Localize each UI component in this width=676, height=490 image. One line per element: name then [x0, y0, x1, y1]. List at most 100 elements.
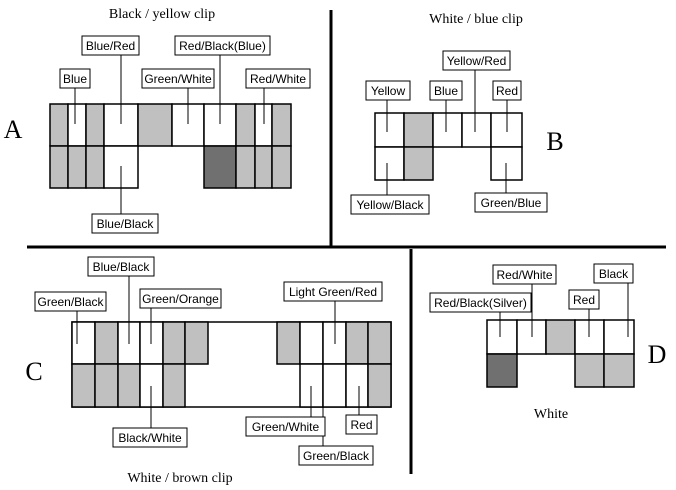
connector-a-pin — [235, 145, 256, 189]
connector-b: White / blue clip B Yellow Blue Yellow/R… — [350, 12, 564, 215]
connector-a-pin — [67, 145, 87, 189]
connector-c-pin — [117, 363, 141, 408]
connector-d-caption: White — [534, 407, 568, 422]
connector-d-label-black: Black — [593, 263, 634, 284]
connector-a-pin — [235, 103, 256, 147]
connector-c-pin — [276, 321, 301, 365]
connector-c-pin — [94, 363, 119, 408]
svg-text:Green/Black: Green/Black — [37, 295, 104, 309]
svg-text:Green/Black: Green/Black — [303, 449, 370, 463]
connector-c-label-green-black-top: Green/Black — [34, 291, 107, 312]
svg-text:Red/Black(Silver): Red/Black(Silver) — [434, 296, 527, 310]
connector-c-pin — [345, 321, 369, 365]
connector-d-label-red: Red — [568, 289, 600, 310]
connector-c-label-green-white: Green/White — [245, 416, 326, 437]
connector-c-label-blue-black: Blue/Black — [87, 256, 155, 277]
connector-d-pin — [603, 319, 635, 355]
connector-c-label-light-green-red: Light Green/Red — [283, 281, 383, 302]
connector-a-pin — [137, 103, 173, 147]
svg-text:Red: Red — [496, 84, 518, 98]
connector-c-caption: White / brown clip — [127, 471, 232, 486]
connector-c-pin — [345, 363, 369, 408]
connector-b-label-red: Red — [492, 80, 522, 101]
connector-b-pin — [374, 112, 405, 148]
connector-a-pin — [85, 103, 105, 147]
svg-text:Green/White: Green/White — [252, 420, 320, 434]
connector-c-pin — [299, 321, 324, 365]
svg-text:Red/Black(Blue): Red/Black(Blue) — [179, 39, 266, 53]
connector-c: White / brown clip C — [25, 256, 392, 486]
connector-c-pin — [367, 363, 392, 408]
connector-a-pin — [67, 103, 87, 147]
connector-a-letter: A — [4, 115, 23, 144]
svg-text:Green/White: Green/White — [144, 72, 212, 86]
connector-a: Black / yellow clip A Blue — [4, 7, 311, 234]
connector-a-label-blue-red: Blue/Red — [81, 35, 140, 56]
connector-b-pin — [403, 146, 434, 181]
connector-b-letter: B — [546, 127, 563, 156]
connector-c-pin — [71, 321, 96, 365]
connector-d-letter: D — [648, 340, 667, 369]
svg-text:Yellow: Yellow — [371, 84, 406, 98]
svg-text:Red/White: Red/White — [496, 268, 552, 282]
connector-a-pin — [49, 145, 69, 189]
connector-a-pin — [203, 145, 237, 189]
svg-text:Black/White: Black/White — [118, 431, 182, 445]
svg-text:Blue/Black: Blue/Black — [93, 260, 151, 274]
svg-text:Blue: Blue — [63, 72, 87, 86]
connector-c-pin — [184, 321, 209, 365]
connector-b-pin — [374, 146, 405, 181]
connector-b-pin — [403, 112, 434, 148]
connector-b-label-yellow-red: Yellow/Red — [442, 50, 511, 71]
svg-text:Light Green/Red: Light Green/Red — [289, 285, 377, 299]
svg-text:Blue/Red: Blue/Red — [86, 39, 135, 53]
svg-text:Green/Orange: Green/Orange — [142, 292, 219, 306]
connector-d-pin — [545, 319, 576, 355]
connector-a-caption: Black / yellow clip — [109, 7, 215, 22]
connector-a-label-red-black-blue: Red/Black(Blue) — [174, 35, 271, 56]
svg-text:Blue: Blue — [434, 84, 458, 98]
connector-d-pin — [486, 353, 518, 388]
connector-d-pin — [486, 319, 518, 355]
svg-text:Yellow/Red: Yellow/Red — [447, 54, 507, 68]
connector-b-label-yellow-black: Yellow/Black — [350, 194, 430, 215]
connector-d: White D Red/White Black Red/Black(Silver… — [429, 263, 667, 422]
connector-a-pin — [85, 145, 105, 189]
connector-c-pin — [162, 363, 186, 408]
connector-c-label-red: Red — [345, 414, 378, 435]
connector-c-letter: C — [25, 357, 42, 386]
connector-b-label-blue: Blue — [429, 80, 463, 101]
connector-c-pin — [367, 321, 392, 365]
connector-b-pin — [461, 112, 492, 148]
connector-c-label-green-orange: Green/Orange — [139, 288, 222, 309]
connector-a-label-blue: Blue — [59, 68, 91, 89]
connector-a-pin — [254, 145, 273, 189]
connector-d-pin — [574, 353, 605, 388]
connector-c-pin — [162, 321, 186, 365]
svg-text:Red: Red — [573, 293, 595, 307]
connector-a-label-blue-black: Blue/Black — [91, 213, 159, 234]
connector-a-pin — [271, 145, 292, 189]
connector-d-label-red-white: Red/White — [492, 264, 557, 285]
connector-d-pin — [603, 353, 635, 388]
connector-d-label-red-black-silver: Red/Black(Silver) — [429, 292, 532, 313]
svg-text:Blue/Black: Blue/Black — [97, 217, 155, 231]
svg-text:Red/White: Red/White — [250, 72, 306, 86]
connector-c-pin — [322, 363, 347, 408]
connector-a-pin — [49, 103, 69, 147]
connector-b-label-green-blue: Green/Blue — [474, 192, 548, 213]
svg-text:Yellow/Black: Yellow/Black — [357, 198, 425, 212]
connector-a-label-red-white: Red/White — [245, 68, 311, 89]
connector-c-pin — [94, 321, 119, 365]
connector-a-label-green-white: Green/White — [141, 68, 215, 89]
connector-a-pin — [271, 103, 292, 147]
connector-c-pin — [71, 363, 96, 408]
svg-text:Red: Red — [350, 418, 372, 432]
svg-text:Black: Black — [599, 267, 629, 281]
connector-c-label-black-white: Black/White — [112, 427, 188, 448]
connector-c-label-green-black-bottom: Green/Black — [298, 445, 374, 466]
svg-text:Green/Blue: Green/Blue — [481, 196, 542, 210]
connector-b-label-yellow: Yellow — [365, 80, 411, 101]
